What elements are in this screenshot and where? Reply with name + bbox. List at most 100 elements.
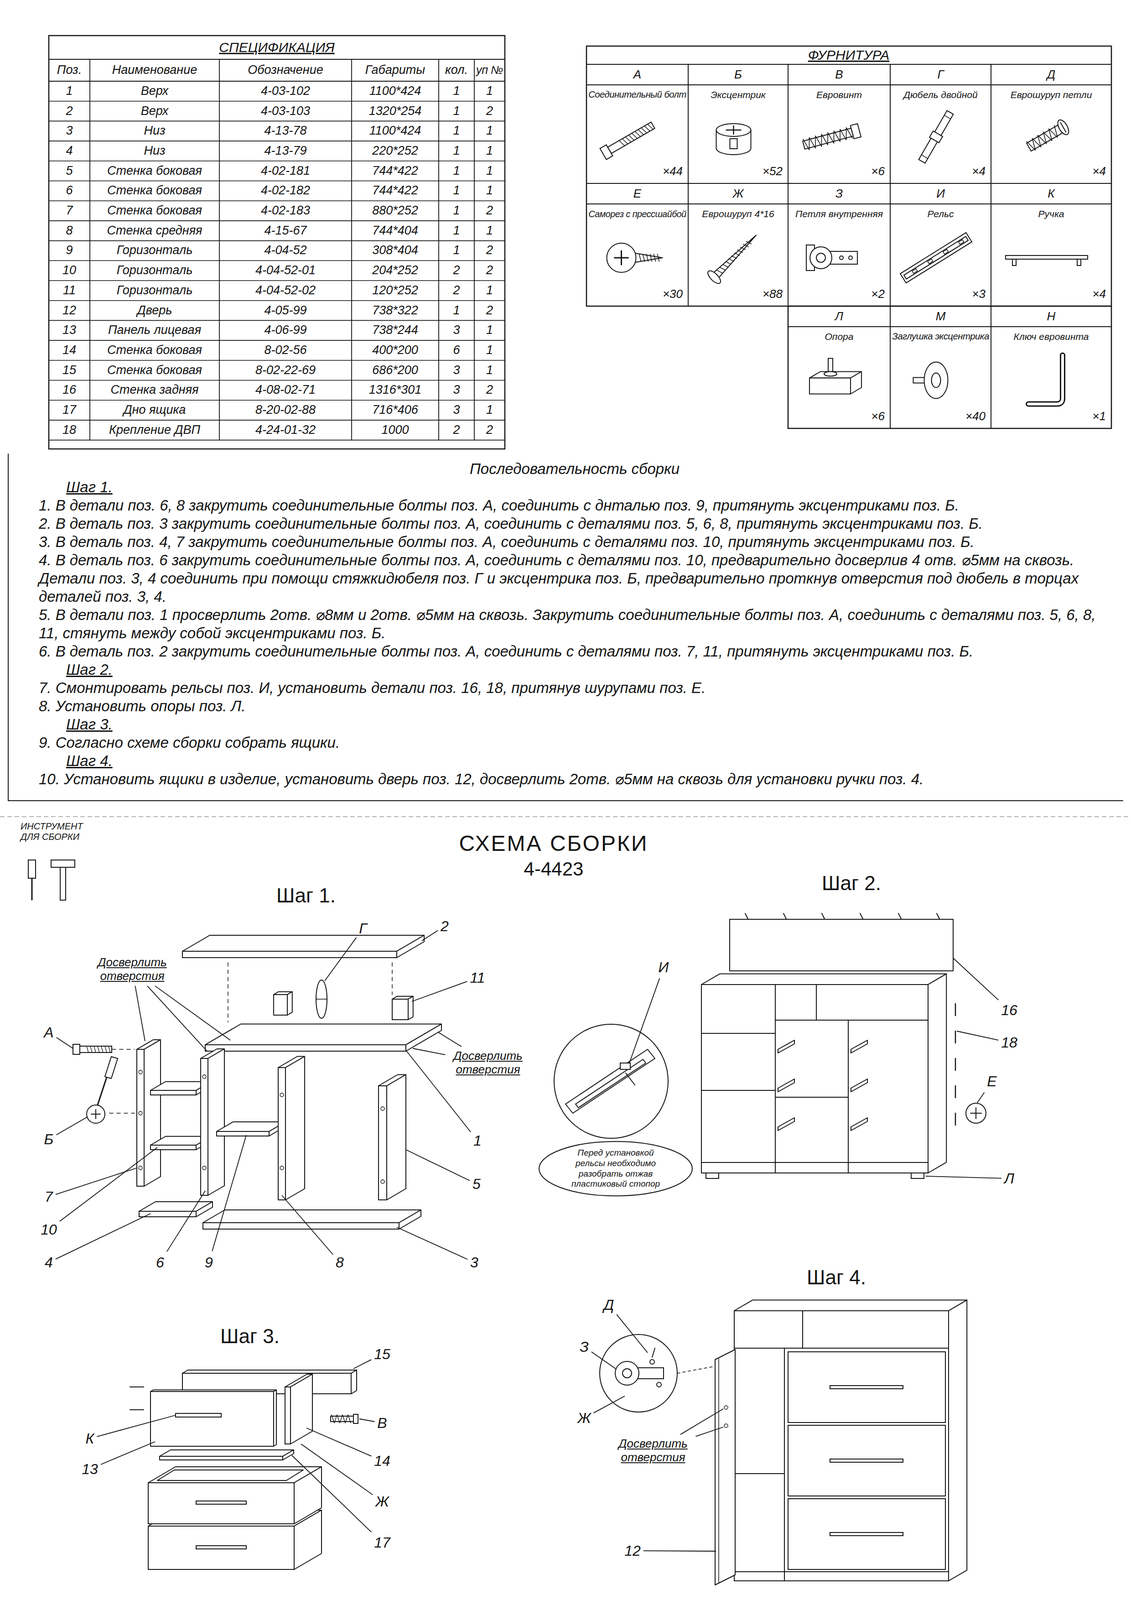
table-rule <box>48 180 505 182</box>
table-cell: 744*422 <box>372 183 419 198</box>
table-cell: Стенка задняя <box>110 383 199 398</box>
table-cell: 1316*301 <box>368 383 422 398</box>
leader-line <box>155 985 231 1040</box>
panel-face <box>378 1085 387 1200</box>
drill-hole <box>280 1165 284 1170</box>
step-heading: Шаг 1. <box>38 477 1111 497</box>
table-cell: 1100*424 <box>369 124 422 139</box>
cabinet-line <box>774 984 776 1173</box>
panel-face <box>148 1525 295 1569</box>
cabinet-line <box>847 1019 849 1173</box>
panel-face <box>150 1089 197 1095</box>
table-cell: 2 <box>486 103 493 119</box>
leader-line <box>925 1175 1002 1178</box>
table-rule <box>788 326 1112 327</box>
table-cell: 3 <box>452 323 460 338</box>
leader-line <box>953 957 999 1000</box>
callout-letter: Л <box>1004 1169 1015 1187</box>
leader-line <box>59 1146 158 1221</box>
fastener-strip <box>954 1058 957 1070</box>
fitting-count: ×6 <box>871 164 885 179</box>
callout-letter: Ж <box>375 1492 389 1510</box>
fitting-count: ×1 <box>1092 409 1106 424</box>
hinge-screw <box>839 255 844 260</box>
drill-hole <box>380 1179 385 1183</box>
block <box>273 991 293 1015</box>
cam-slot <box>95 1109 97 1119</box>
scheme-title: СХЕМА СБОРКИ <box>459 830 649 856</box>
hinge-cup <box>615 1360 639 1385</box>
panel-face <box>701 984 929 1173</box>
table-cell: 1 <box>486 323 493 338</box>
thread <box>726 260 732 266</box>
table-rule <box>473 59 475 441</box>
drill-hole <box>380 1106 385 1111</box>
dowel-rod <box>918 110 954 163</box>
callout-number: 8 <box>335 1253 344 1271</box>
table-cell: 1 <box>452 103 460 119</box>
table-cell: 4-02-181 <box>260 163 311 178</box>
fastener-strip <box>954 1003 957 1016</box>
table-rule <box>787 64 789 307</box>
table-header: Поз. <box>57 62 82 78</box>
leader-line <box>593 1395 625 1413</box>
thread <box>90 1045 93 1053</box>
rail-zoom <box>565 1048 655 1113</box>
table-border <box>586 46 1112 307</box>
cabinet <box>701 973 947 1173</box>
callout-oval: Перед установкой рельсы необходимо разоб… <box>538 1140 694 1197</box>
fastener-strip <box>954 1112 957 1125</box>
bolt-head <box>72 1043 80 1054</box>
screw-cross <box>620 250 623 265</box>
leader-line <box>643 1549 716 1552</box>
drawer-inside <box>157 1469 304 1480</box>
zoom-pointer <box>677 1365 715 1373</box>
instruction-step: 4. В деталь поз. 6 закрутить соединитель… <box>38 550 1111 606</box>
table-cell: 2 <box>486 303 493 318</box>
table-header: уп № <box>476 63 504 77</box>
cabinet-line <box>734 1347 949 1349</box>
screw-slot <box>1060 122 1066 133</box>
panel-face <box>205 1023 442 1045</box>
fitting-icon <box>806 244 858 271</box>
table-title: СПЕЦИФИКАЦИЯ <box>218 39 335 56</box>
table-rule <box>586 63 1112 65</box>
table-cell: 4-02-182 <box>260 183 311 198</box>
table-cell: 1 <box>486 223 493 238</box>
table-cell: 1 <box>452 124 460 139</box>
panel-face <box>392 998 409 1020</box>
sequence-title: Последовательность сборки <box>38 459 1111 478</box>
panel-face <box>216 1131 270 1136</box>
callout-letter: Г <box>358 919 367 937</box>
leader-line <box>680 1408 724 1434</box>
thread <box>803 126 853 151</box>
drill-note: Досверлить отверстия <box>613 1436 694 1464</box>
bolt-shaft <box>79 1045 112 1053</box>
rail-hole <box>958 239 965 244</box>
panel-face <box>139 1210 197 1217</box>
table-rule <box>586 203 1112 205</box>
leader-line <box>695 1426 724 1436</box>
fitting-count: ×40 <box>965 409 986 424</box>
fitting-icon <box>716 123 752 155</box>
hinge-screw <box>656 1381 662 1387</box>
screw-head <box>353 1413 358 1423</box>
callout-letter: Е <box>986 1072 997 1090</box>
drawer <box>148 1466 322 1524</box>
fitting-icon <box>917 109 955 164</box>
callout-number: 13 <box>81 1460 99 1478</box>
drill-hole <box>138 1069 143 1074</box>
thread <box>650 254 653 262</box>
hex-key <box>1028 355 1063 405</box>
leader-line <box>421 930 438 941</box>
bolt-shaft <box>607 122 655 154</box>
screw-shaft <box>713 232 759 279</box>
table-cell: Низ <box>143 143 166 158</box>
panel-face <box>701 973 947 985</box>
leader-line <box>291 1454 372 1532</box>
thread <box>1026 125 1061 152</box>
leader-line <box>96 1414 176 1437</box>
table-cell: 3 <box>65 124 73 139</box>
thread <box>86 1045 89 1053</box>
